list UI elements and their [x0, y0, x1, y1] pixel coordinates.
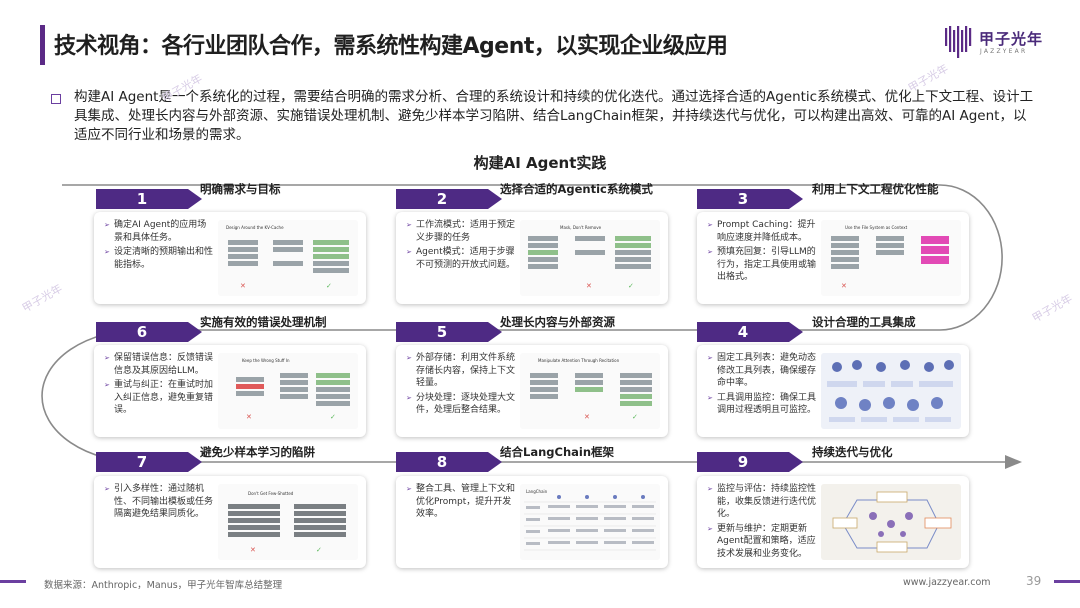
figure-caption: Keep the Wrong Stuff In	[242, 358, 290, 363]
cross-icon: ✕	[586, 282, 592, 290]
step-5-card: 外部存储：利用文件系统存储长内容，保持上下文轻量。 分块处理：逐块处理大文件，处…	[396, 345, 668, 437]
logo-text-en: JAZZYEAR	[980, 48, 1028, 55]
tool-integration-figure	[821, 353, 961, 429]
langchain-figure: LangChain	[520, 484, 660, 560]
step-6-bullet: 保留错误信息：反馈错误信息及其原因给LLM。	[104, 352, 214, 377]
step-4-tab: 4	[697, 322, 803, 342]
diagram-title: 构建AI Agent实践	[473, 154, 607, 172]
step-8-card: 整合工具、管理上下文和优化Prompt，提升开发效率。 LangChain	[396, 476, 668, 568]
check-icon: ✓	[316, 546, 322, 554]
check-icon: ✓	[632, 413, 638, 421]
footer-accent-left	[0, 580, 26, 583]
step-5-title: 处理长内容与外部资源	[500, 315, 615, 329]
figure-caption: Design Around the KV-Cache	[226, 225, 284, 230]
step-1-bullet: 确定AI Agent的应用场景和具体任务。	[104, 219, 214, 244]
cross-icon: ✕	[584, 413, 590, 421]
wrong-stuff-figure: Keep the Wrong Stuff In ✕ ✓	[218, 353, 358, 429]
logo-text-cn: 甲子光年	[979, 30, 1044, 48]
figure-caption: Mask, Don't Remove	[560, 225, 602, 230]
check-icon: ✓	[330, 413, 336, 421]
step-2-bullet: Agent模式：适用于步骤不可预测的开放式问题。	[406, 246, 516, 271]
figure-caption: Use the File System as Context	[845, 225, 908, 230]
step-4-title: 设计合理的工具集成	[812, 315, 916, 329]
step-6-title: 实施有效的错误处理机制	[200, 315, 327, 329]
step-3-card: Prompt Caching：提升响应速度并降低成本。 预填充回复：引导LLM的…	[697, 212, 969, 304]
mask-figure: Mask, Don't Remove ✕ ✓	[520, 220, 660, 296]
step-3-title: 利用上下文工程优化性能	[812, 182, 939, 196]
footer-accent-right	[1054, 580, 1080, 583]
step-9-card: 监控与评估：持续监控性能，收集反馈进行迭代优化。 更新与维护：定期更新Agent…	[697, 476, 969, 568]
step-6-bullet: 重试与纠正：在重试时加入纠正信息，避免重复错误。	[104, 379, 214, 417]
step-3-bullet: Prompt Caching：提升响应速度并降低成本。	[707, 219, 817, 244]
step-4-bullet: 工具调用监控：确保工具调用过程透明且可监控。	[707, 392, 817, 417]
step-2-tab: 2	[396, 189, 502, 209]
few-shot-figure: Don't Get Few-Shotted ✕ ✓	[218, 484, 358, 560]
iteration-cycle-figure	[821, 484, 961, 560]
title-accent-bar	[40, 25, 45, 65]
step-9-bullet: 更新与维护：定期更新Agent配置和策略，适应技术发展和业务变化。	[707, 523, 817, 561]
step-3-bullet: 预填充回复：引导LLM的行为，指定工具使用或输出格式。	[707, 246, 817, 284]
cross-icon: ✕	[246, 413, 252, 421]
step-1-bullet: 设定清晰的预期输出和性能指标。	[104, 246, 214, 271]
step-2-bullet: 工作流模式：适用于预定义步骤的任务	[406, 219, 516, 244]
flow-arrow-icon	[1005, 455, 1022, 469]
file-system-figure: Use the File System as Context ✕	[821, 220, 961, 296]
step-4-bullet: 固定工具列表：避免动态修改工具列表，确保缓存命中率。	[707, 352, 817, 390]
data-source: 数据来源：Anthropic，Manus，甲子光年智库总结整理	[44, 580, 283, 591]
watermark: 甲子光年	[19, 281, 65, 316]
brand-logo: 甲子光年 JAZZYEAR	[944, 24, 1054, 64]
intro-paragraph: 构建AI Agent是一个系统化的过程，需要结合明确的需求分析、合理的系统设计和…	[74, 89, 1034, 143]
step-4-card: 固定工具列表：避免动态修改工具列表，确保缓存命中率。 工具调用监控：确保工具调用…	[697, 345, 969, 437]
kv-cache-figure: Design Around the KV-Cache ✕ ✓	[218, 220, 358, 296]
step-7-bullet: 引入多样性：通过随机性、不同输出模板或任务隔离避免结果同质化。	[104, 483, 214, 521]
step-2-title: 选择合适的Agentic系统模式	[500, 182, 653, 196]
step-9-title: 持续迭代与优化	[812, 445, 893, 459]
figure-caption: LangChain	[526, 489, 548, 494]
website-link[interactable]: www.jazzyear.com	[903, 577, 991, 588]
cross-icon: ✕	[841, 282, 847, 290]
watermark: 甲子光年	[1029, 291, 1075, 326]
figure-caption: Don't Get Few-Shotted	[248, 491, 294, 496]
step-5-tab: 5	[396, 322, 502, 342]
step-5-bullet: 分块处理：逐块处理大文件，处理后整合结果。	[406, 392, 516, 417]
step-8-tab: 8	[396, 452, 502, 472]
step-7-tab: 7	[96, 452, 202, 472]
step-6-tab: 6	[96, 322, 202, 342]
step-8-bullet: 整合工具、管理上下文和优化Prompt，提升开发效率。	[406, 483, 516, 521]
step-1-card: 确定AI Agent的应用场景和具体任务。 设定清晰的预期输出和性能指标。 De…	[94, 212, 366, 304]
step-9-bullet: 监控与评估：持续监控性能，收集反馈进行迭代优化。	[707, 483, 817, 521]
step-3-tab: 3	[697, 189, 803, 209]
step-8-title: 结合LangChain框架	[500, 445, 615, 459]
step-1-tab: 1	[96, 189, 202, 209]
intro-bullet-icon	[51, 94, 61, 104]
step-1-title: 明确需求与目标	[200, 182, 281, 196]
recitation-figure: Manipulate Attention Through Recitation …	[520, 353, 660, 429]
check-icon: ✓	[628, 282, 634, 290]
step-7-card: 引入多样性：通过随机性、不同输出模板或任务隔离避免结果同质化。 Don't Ge…	[94, 476, 366, 568]
page-number: 39	[1026, 574, 1042, 588]
step-7-title: 避免少样本学习的陷阱	[200, 445, 315, 459]
figure-caption: Manipulate Attention Through Recitation	[538, 358, 620, 363]
cross-icon: ✕	[250, 546, 256, 554]
step-6-card: 保留错误信息：反馈错误信息及其原因给LLM。 重试与纠正：在重试时加入纠正信息，…	[94, 345, 366, 437]
cross-icon: ✕	[240, 282, 246, 290]
logo-mark-icon	[945, 26, 972, 58]
page-title: 技术视角：各行业团队合作，需系统性构建Agent，以实现企业级应用	[54, 34, 728, 59]
step-5-bullet: 外部存储：利用文件系统存储长内容，保持上下文轻量。	[406, 352, 516, 390]
check-icon: ✓	[326, 282, 332, 290]
step-9-tab: 9	[697, 452, 803, 472]
step-2-card: 工作流模式：适用于预定义步骤的任务 Agent模式：适用于步骤不可预测的开放式问…	[396, 212, 668, 304]
